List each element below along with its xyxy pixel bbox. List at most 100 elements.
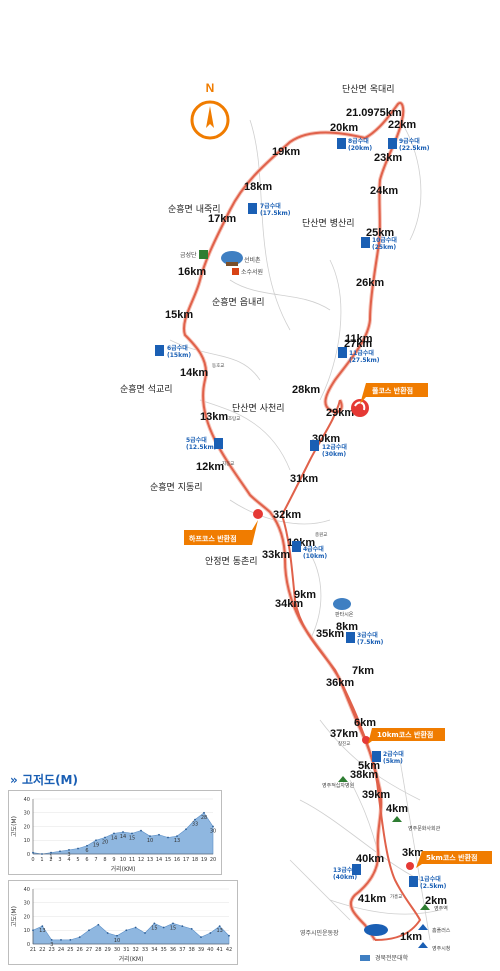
place-labels: 단산면 옥대리 단산면 병산리 순흥면 내죽리 순흥면 읍내리 순흥면 석교리 … — [120, 84, 451, 962]
elevation-point — [218, 925, 221, 928]
elevation-point — [104, 836, 106, 839]
elevation-point — [140, 829, 142, 832]
svg-text:(5km): (5km) — [383, 758, 403, 765]
svg-text:6급수대: 6급수대 — [167, 344, 188, 352]
elevation-point — [41, 925, 44, 928]
elevation-point — [190, 927, 193, 930]
km-marker: 33km — [262, 549, 290, 561]
elevation-point — [41, 853, 43, 855]
north-label: N — [206, 81, 215, 95]
place-dongjeong: 동호교 — [212, 363, 224, 369]
svg-text:(10km): (10km) — [303, 553, 327, 560]
km-marker: 41km — [358, 893, 386, 905]
point-label: 10 — [114, 938, 120, 944]
x-tick-label: 23 — [48, 947, 54, 953]
svg-text:(27.5km): (27.5km) — [349, 357, 380, 364]
geumseongdan-icon — [199, 250, 208, 259]
km-marker: 11km — [345, 333, 373, 345]
km-marker: 19km — [272, 146, 300, 158]
km-marker: 39km — [362, 789, 390, 801]
water-station: 4급수대(10km) — [292, 541, 327, 560]
svg-text:10km코스 반환점: 10km코스 반환점 — [377, 730, 433, 739]
water-station: 5급수대(12.5km) — [186, 436, 223, 451]
point-label: 14 — [120, 834, 126, 840]
hospital-icon — [338, 776, 348, 782]
y-tick-label: 0 — [27, 942, 30, 948]
elevation-point — [144, 932, 146, 934]
place-eupnaeri: 순흥면 읍내리 — [212, 296, 265, 308]
water-station: 8급수대(20km) — [337, 137, 372, 152]
km-marker: 3km — [402, 847, 424, 859]
x-tick-label: 37 — [179, 947, 185, 953]
x-tick-label: 25 — [67, 947, 73, 953]
svg-text:5km코스 반환점: 5km코스 반환점 — [426, 853, 477, 862]
x-tick-label: 26 — [76, 947, 82, 953]
km-marker: 37km — [330, 728, 358, 740]
elevation-point — [68, 848, 70, 851]
x-tick-label: 7 — [94, 857, 97, 863]
place-chunggyo: 충원교 — [315, 531, 327, 538]
point-label: 3 — [67, 852, 70, 858]
x-tick-label: 38 — [188, 947, 194, 953]
km-marker: 34km — [275, 598, 303, 610]
place-station: 영주역 — [434, 905, 448, 912]
elevation-point — [122, 831, 124, 833]
elevation-point — [172, 922, 174, 925]
elevation-title: » 고저도(M) — [10, 771, 78, 788]
museum-icon — [392, 816, 402, 822]
turnaround-callouts: 풀코스 반환점 하프코스 반환점 10km코스 반환점 5km코스 반환점 — [184, 383, 492, 870]
point-label: 19 — [93, 842, 99, 848]
north-arrow: N — [190, 81, 230, 140]
svg-text:(7.5km): (7.5km) — [357, 639, 384, 646]
place-okdaeri: 단산면 옥대리 — [342, 84, 395, 95]
x-tick-label: 27 — [86, 947, 92, 953]
x-tick-label: 34 — [151, 947, 157, 953]
km-marker: 25km — [366, 227, 394, 239]
svg-text:7급수대: 7급수대 — [260, 202, 281, 210]
elevation-point — [78, 936, 81, 939]
svg-text:하프코스 반환점: 하프코스 반환점 — [189, 534, 237, 543]
place-naejukri: 순흥면 내죽리 — [168, 203, 221, 215]
svg-text:(15km): (15km) — [167, 352, 191, 359]
x-tick-label: 39 — [198, 947, 204, 953]
x-tick-label: 33 — [142, 947, 148, 953]
point-label: 14 — [111, 835, 117, 841]
elevation-point — [59, 850, 61, 853]
elevation-point — [32, 929, 34, 932]
elevation-point — [194, 818, 196, 821]
place-geumseongdan: 금성단 — [180, 251, 197, 259]
x-tick-label: 36 — [170, 947, 176, 953]
km-marker: 13km — [200, 411, 228, 423]
elevation-point — [60, 938, 62, 941]
elevation-point — [88, 929, 90, 932]
water-station: 6급수대(15km) — [155, 344, 191, 359]
elevation-point — [32, 851, 34, 854]
km-markers: 1km 2km 3km 4km 5km 6km 7km 8km 9km 10km… — [165, 107, 447, 943]
x-tick-label: 16 — [174, 857, 180, 863]
km-marker: 12km — [196, 461, 224, 473]
km-marker: 17km — [208, 213, 236, 225]
point-label: 1 — [49, 855, 52, 861]
svg-text:(30km): (30km) — [322, 451, 346, 458]
place-pungisieun: 판타시온 — [335, 611, 354, 618]
water-stations: 1급수대(2.5km) 2급수대(5km) 3급수대(7.5km) 4급수대(1… — [155, 137, 447, 890]
chevron-right-icon: » — [10, 773, 18, 787]
water-station: 7급수대(17.5km) — [248, 202, 291, 217]
km-marker: 16km — [178, 266, 206, 278]
y-tick-label: 30 — [24, 811, 30, 817]
km-marker: 35km — [316, 628, 344, 640]
km-marker: 24km — [370, 185, 398, 197]
point-label: 13 — [39, 928, 45, 934]
water-station: 2급수대(5km) — [372, 750, 404, 765]
elevation-point — [69, 938, 72, 941]
km-marker: 22km — [388, 119, 416, 131]
x-tick-label: 3 — [58, 857, 61, 863]
place-seonbichon: 선비촌 — [244, 256, 261, 264]
x-tick-label: 1 — [40, 857, 43, 863]
sosuseowon-icon — [232, 268, 239, 275]
x-tick-label: 22 — [39, 947, 45, 953]
